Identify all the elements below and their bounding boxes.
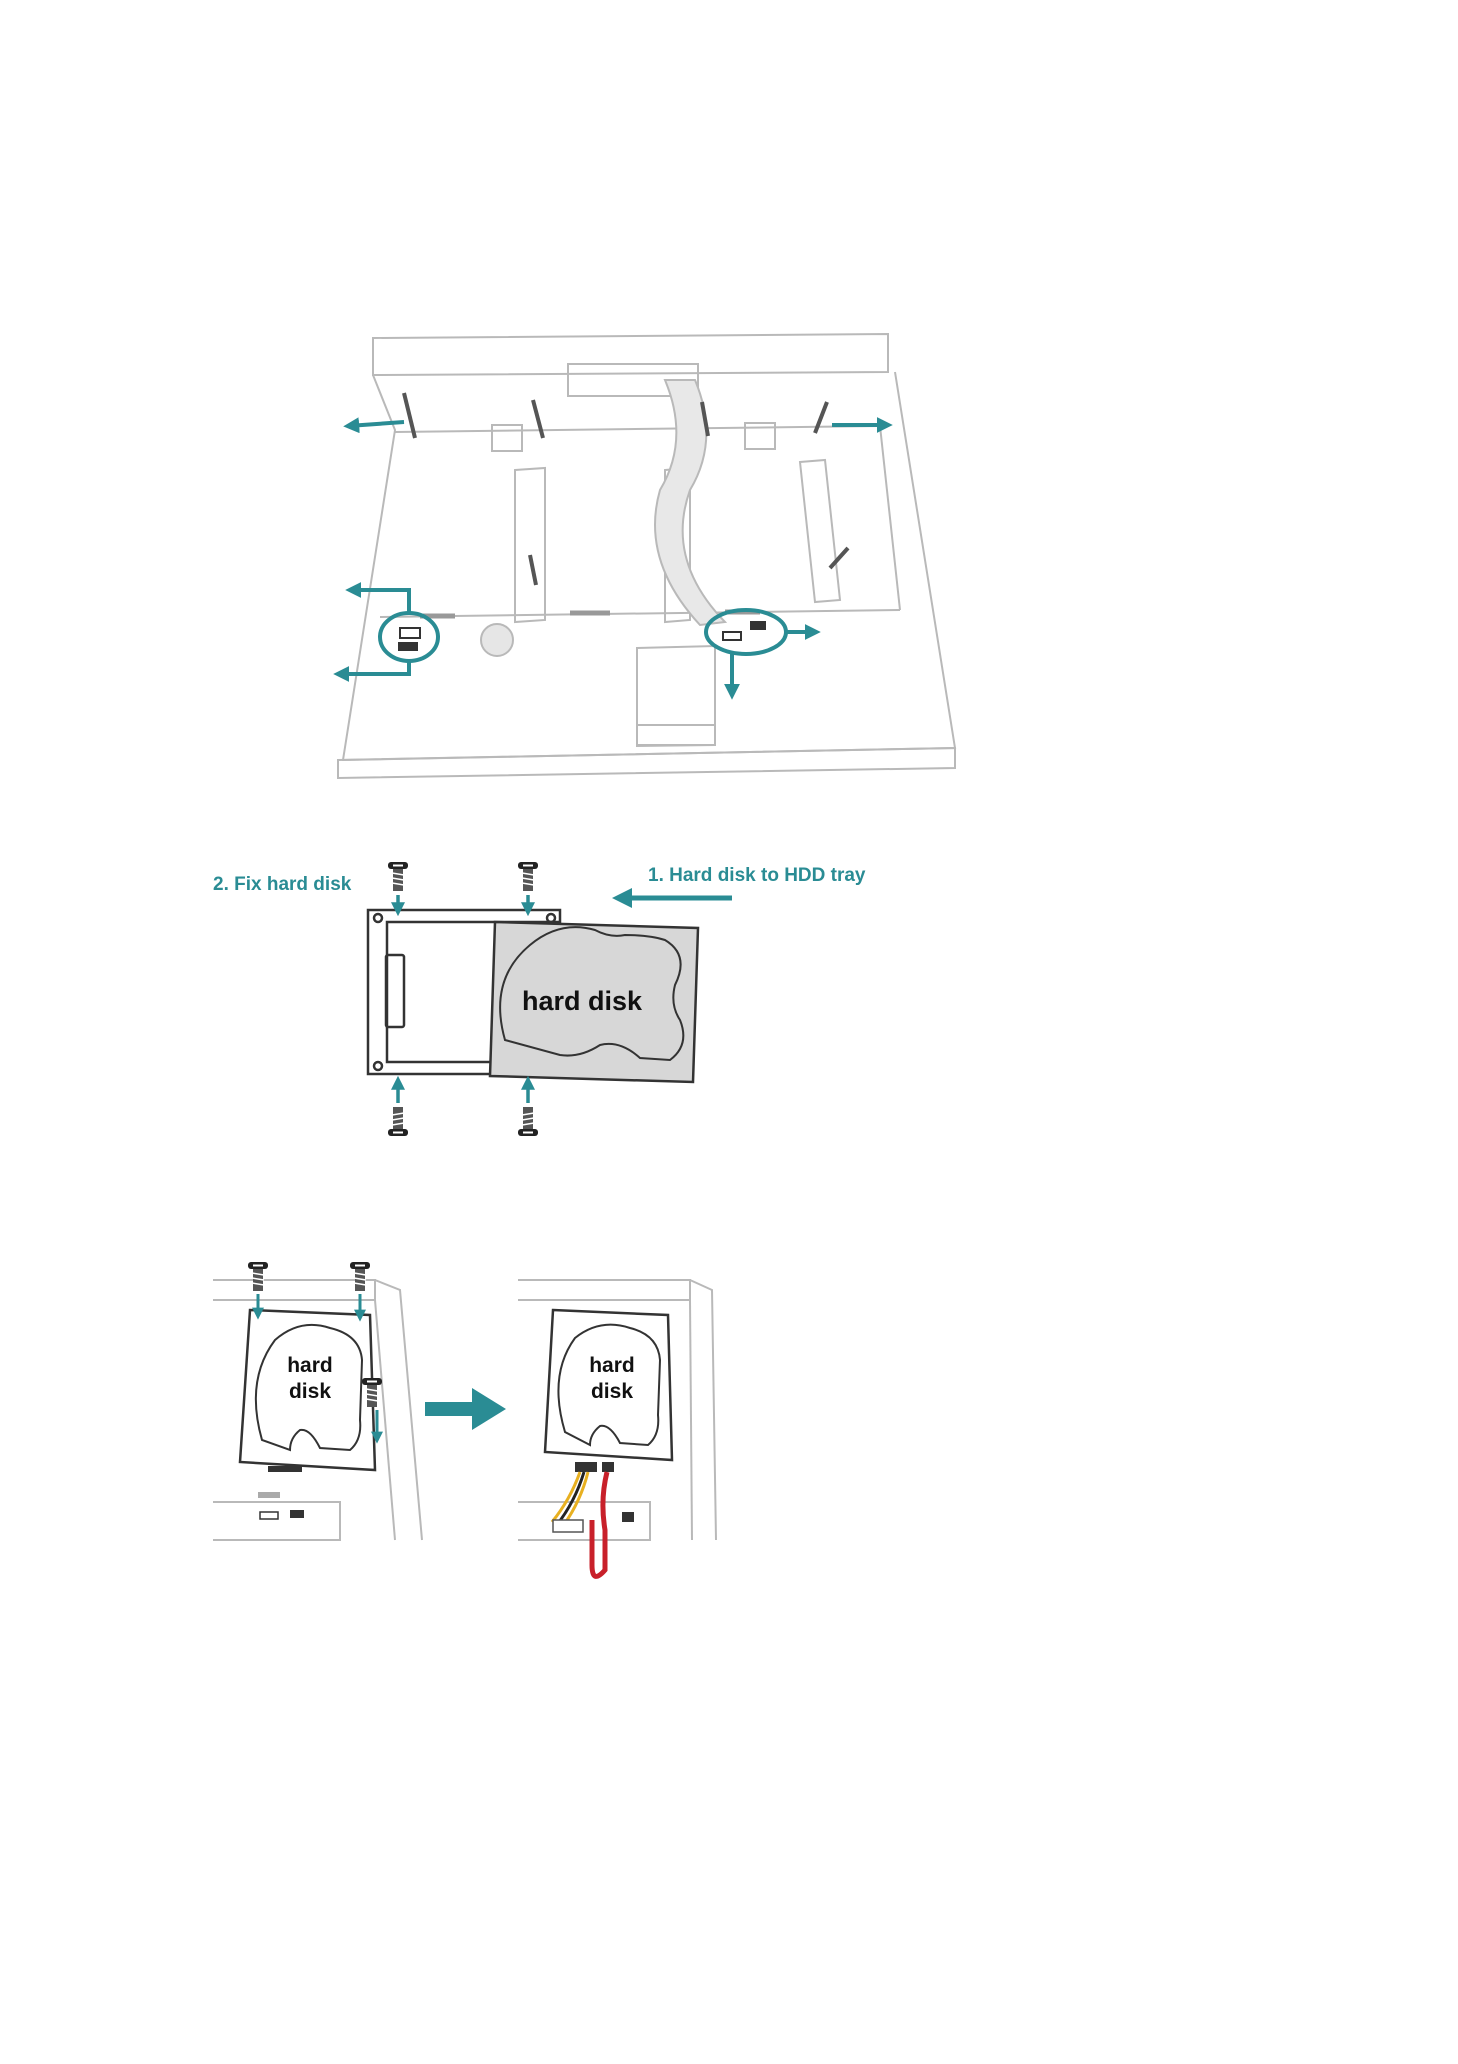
screw-icon bbox=[388, 1107, 408, 1136]
hard-disk-icon: hard disk bbox=[240, 1310, 375, 1472]
mount-before-diagram: hard disk bbox=[213, 1262, 422, 1540]
chassis-back-panel bbox=[373, 334, 888, 375]
screw-icon bbox=[518, 862, 538, 891]
screw-icon bbox=[388, 862, 408, 891]
hard-disk-to-tray-label: 1. Hard disk to HDD tray bbox=[648, 865, 866, 886]
hard-disk-label: hard disk bbox=[522, 986, 643, 1016]
hard-disk-label-line1: hard bbox=[589, 1354, 635, 1377]
hard-disk-label-line2: disk bbox=[591, 1380, 633, 1403]
hard-disk-icon: hard disk bbox=[490, 922, 698, 1082]
hard-disk-icon: hard disk bbox=[545, 1310, 672, 1460]
hard-disk-label-line1: hard bbox=[287, 1354, 333, 1377]
next-step-arrow-icon bbox=[425, 1388, 506, 1430]
chassis-front-panel bbox=[338, 748, 955, 778]
fix-hard-disk-label: 2. Fix hard disk bbox=[213, 874, 352, 895]
tray-diagram: 2. Fix hard disk 1. Hard disk to HDD tra… bbox=[213, 862, 866, 1136]
hard-disk-label-line2: disk bbox=[289, 1380, 331, 1403]
arrow-icon bbox=[338, 422, 888, 695]
sata-port-right bbox=[706, 610, 786, 654]
sata-port-left bbox=[380, 613, 438, 661]
sata-port-icon bbox=[400, 628, 420, 638]
screw-icon bbox=[350, 1262, 370, 1291]
chassis-diagram bbox=[338, 334, 955, 778]
sata-port-icon bbox=[750, 621, 766, 630]
screw-icon bbox=[248, 1262, 268, 1291]
mount-after-diagram: hard disk bbox=[518, 1280, 716, 1576]
screw-icon bbox=[518, 1107, 538, 1136]
chassis-outline bbox=[343, 372, 955, 760]
sata-data-cable bbox=[592, 1472, 607, 1576]
